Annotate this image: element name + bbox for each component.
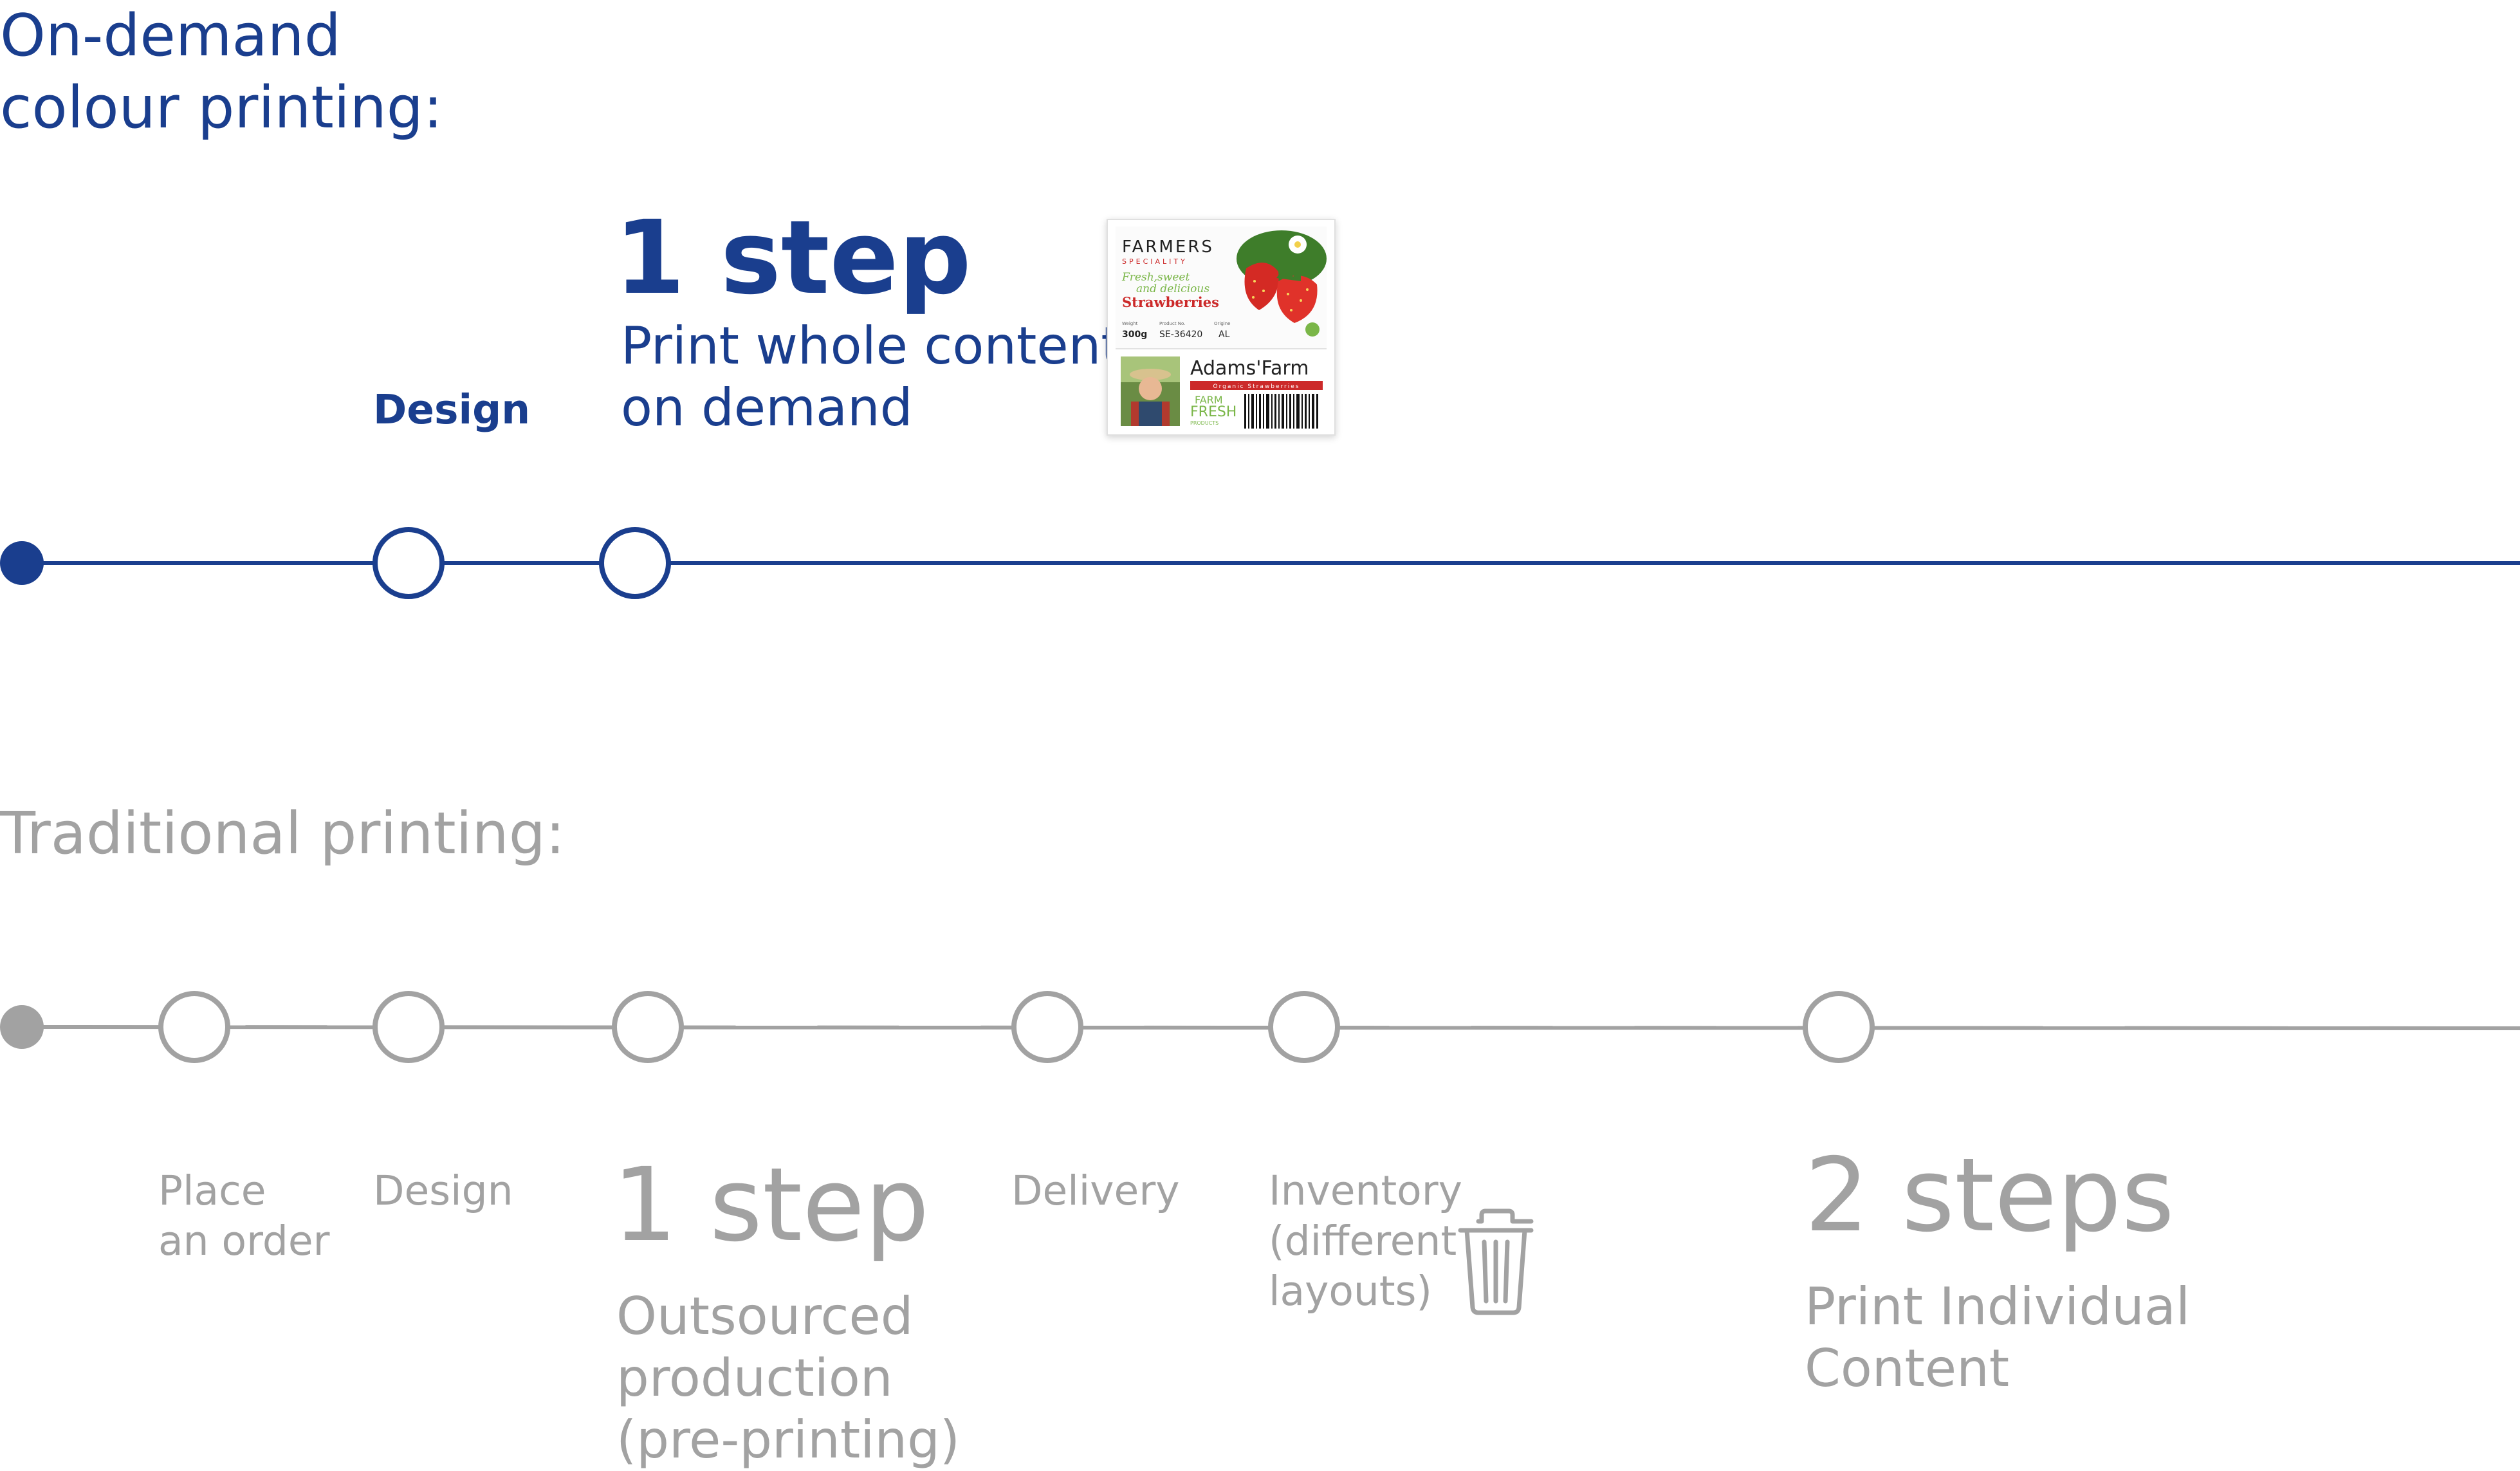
traditional-start-node: [0, 1005, 44, 1049]
outsourced-line2: production: [616, 1348, 893, 1408]
organic-badge-icon: [1305, 322, 1320, 337]
label-product: Strawberries: [1122, 294, 1219, 310]
traditional-order-node: [158, 991, 230, 1063]
individual-line2: Content: [1805, 1338, 2010, 1398]
farm-fresh-logo: FARM FRESH PRODUCTS: [1190, 394, 1237, 426]
on-demand-design-label: Design: [373, 386, 531, 433]
traditional-title: Traditional printing:: [0, 800, 566, 867]
label-slogan-line2: and delicious: [1136, 282, 1209, 295]
label-weight-caption: Weight: [1122, 321, 1138, 326]
on-demand-print-node: [599, 527, 671, 599]
traditional-outsourced-description: Outsourced production (pre-printing): [616, 1286, 960, 1471]
on-demand-title: On-demand colour printing:: [0, 0, 443, 144]
trash-icon: [1458, 1208, 1534, 1315]
barcode-icon: [1244, 394, 1318, 429]
logo-top-text: FARM: [1195, 394, 1223, 406]
logo-mid-text: FRESH: [1190, 404, 1237, 420]
traditional-individual-description: Print Individual Content: [1805, 1276, 2190, 1400]
inventory-line1: Inventory: [1269, 1167, 1462, 1214]
on-demand-desc-line1: Print whole content: [621, 316, 1121, 376]
individual-line1: Print Individual: [1805, 1277, 2191, 1337]
traditional-delivery-node: [1011, 991, 1083, 1063]
label-farm-subtitle: Organic Strawberries: [1213, 384, 1300, 390]
traditional-design-label: Design: [373, 1167, 513, 1214]
on-demand-desc-line2: on demand: [621, 378, 913, 438]
outsourced-line3: (pre-printing): [616, 1410, 961, 1470]
traditional-step-count-2: 2 steps: [1805, 1136, 2175, 1255]
traditional-delivery-label: Delivery: [1011, 1167, 1180, 1214]
on-demand-start-node: [0, 541, 44, 585]
traditional-inventory-label: Inventory (different layouts): [1269, 1166, 1462, 1317]
traditional-step-count-1: 1 step: [612, 1146, 930, 1264]
label-product-number: SE-36420: [1159, 329, 1202, 340]
on-demand-title-line2: colour printing:: [0, 74, 443, 142]
inventory-line3: layouts): [1269, 1268, 1432, 1315]
logo-bottom-text: PRODUCTS: [1190, 420, 1219, 426]
sample-product-label: FARMERS SPECIALITY Fresh,sweet and delic…: [1107, 219, 1336, 436]
traditional-design-node: [372, 991, 445, 1063]
place-order-line2: an order: [158, 1217, 330, 1264]
strawberry-illustration: [1237, 230, 1327, 323]
traditional-place-order-label: Place an order: [158, 1166, 330, 1266]
farmer-photo: [1121, 356, 1180, 426]
label-productno-caption: Product No.: [1159, 321, 1185, 326]
traditional-outsourced-node: [612, 991, 684, 1063]
on-demand-step-description: Print whole content on demand: [621, 315, 1121, 439]
label-slogan-line1: Fresh,sweet: [1121, 271, 1190, 284]
label-origin-caption: Origine: [1214, 321, 1230, 326]
traditional-individual-node: [1803, 991, 1875, 1063]
traditional-inventory-node: [1268, 991, 1340, 1063]
label-origin: AL: [1219, 329, 1230, 340]
inventory-line2: (different: [1269, 1217, 1457, 1264]
on-demand-title-line1: On-demand: [0, 2, 341, 69]
place-order-line1: Place: [158, 1167, 266, 1214]
outsourced-line1: Outsourced: [616, 1286, 914, 1346]
on-demand-design-node: [372, 527, 445, 599]
label-tagline: SPECIALITY: [1122, 257, 1188, 266]
label-weight: 300g: [1122, 329, 1147, 340]
label-farm-name: Adams'Farm: [1190, 357, 1309, 380]
on-demand-step-count: 1 step: [614, 199, 971, 317]
label-brand: FARMERS: [1122, 237, 1214, 257]
